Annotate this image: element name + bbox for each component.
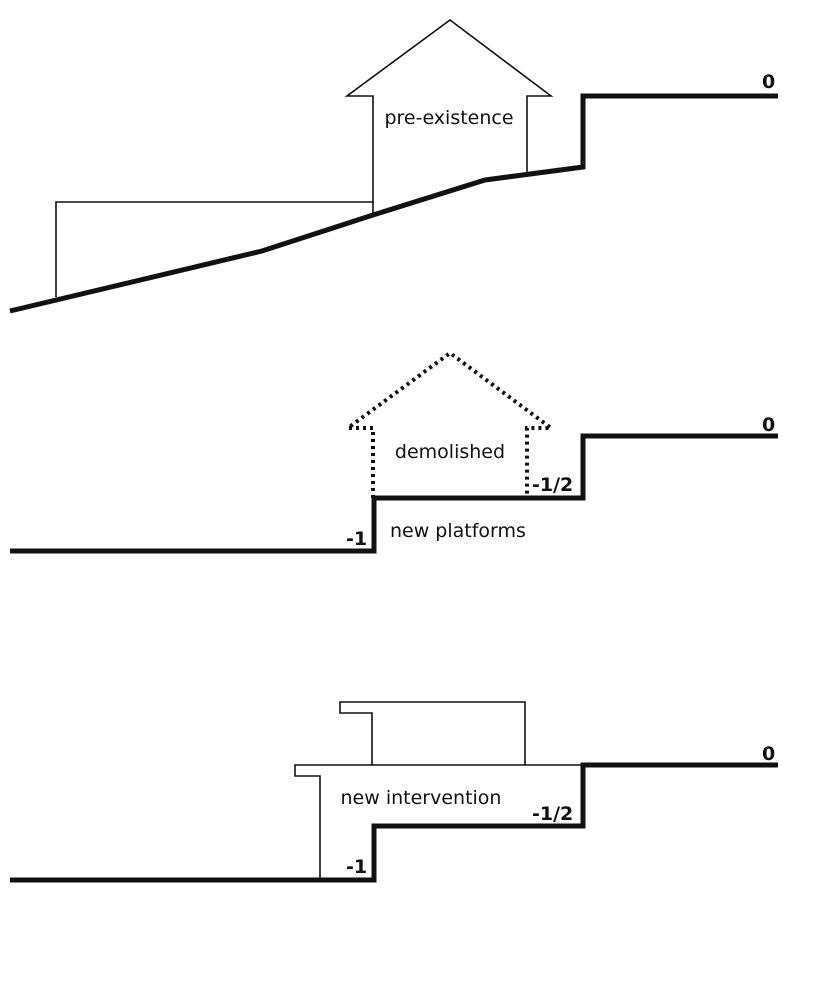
building-label-new-intervention: new intervention [341, 787, 502, 809]
house-label-pre-existence: pre-existence [384, 107, 513, 129]
panel-intervention: new intervention 0 -1/2 -1 [10, 701, 778, 883]
level-label-0: 0 [762, 414, 775, 436]
intervention-ground-line [10, 762, 778, 883]
new-building-upper-volume [339, 701, 526, 765]
level-label-minus-one: -1 [346, 856, 367, 878]
level-label-minus-one: -1 [346, 528, 367, 550]
existing-annex-outline [55, 201, 373, 297]
existing-ground-line [9, 93, 778, 314]
new-platforms-ground-line [10, 433, 778, 554]
level-label-0: 0 [762, 743, 775, 765]
panel-pre-existence: pre-existence 0 [9, 19, 778, 314]
platforms-label: new platforms [390, 520, 526, 542]
panel-demolition: demolished new platforms 0 -1/2 -1 [10, 350, 778, 554]
level-label-0: 0 [762, 71, 775, 93]
level-label-minus-half: -1/2 [532, 474, 573, 496]
level-label-minus-half: -1/2 [532, 803, 573, 825]
new-building-lower-volume [294, 764, 583, 880]
demolished-house-outline [341, 350, 558, 498]
house-label-demolished: demolished [395, 441, 505, 463]
existing-house-outline [344, 19, 554, 215]
